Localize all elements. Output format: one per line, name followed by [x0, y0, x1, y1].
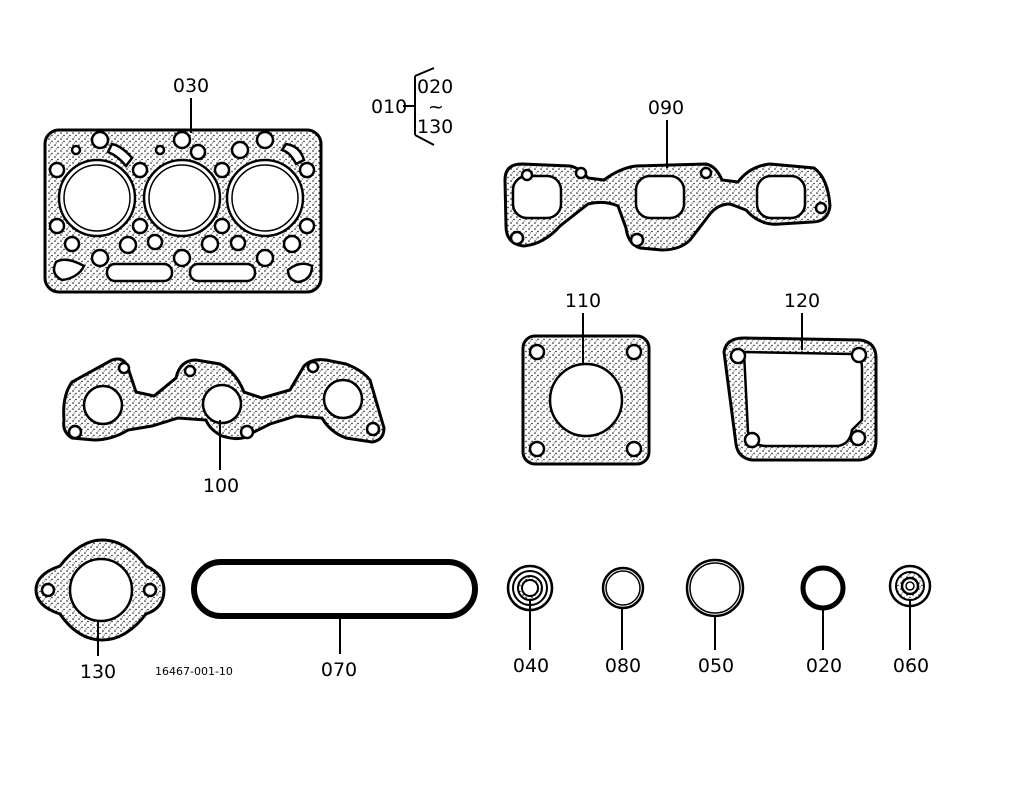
part-090-intake-manifold-gasket	[503, 162, 832, 252]
part-labels: 030 090 100 110 120 130 070 040 080 050 …	[80, 75, 929, 683]
part-070-cover-gasket-ring	[191, 559, 478, 619]
part-050-o-ring	[685, 558, 745, 618]
part-label-100: 100	[203, 475, 239, 497]
part-060-oil-seal	[888, 564, 932, 608]
part-label-120: 120	[784, 290, 820, 312]
part-120-cover-gasket	[722, 336, 878, 462]
part-080-o-ring	[601, 566, 645, 610]
part-130-oval-flange-gasket	[34, 538, 166, 642]
part-label-090: 090	[648, 97, 684, 119]
oil-slots	[105, 262, 257, 283]
part-100-exhaust-manifold-gasket	[62, 357, 386, 444]
kit-range-from: 020	[417, 76, 453, 98]
part-label-080: 080	[605, 655, 641, 677]
part-label-040: 040	[513, 655, 549, 677]
kit-range-mark: ~	[428, 96, 444, 118]
kit-range-to: 130	[417, 116, 453, 138]
kit-label: 010	[371, 96, 407, 118]
cylinder-bores	[57, 158, 305, 238]
drawing-number: 16467-001-10	[155, 665, 233, 678]
part-label-070: 070	[321, 659, 357, 681]
part-label-060: 060	[893, 655, 929, 677]
part-030-cylinder-head-gasket	[43, 128, 323, 294]
part-label-020: 020	[806, 655, 842, 677]
kit-reference: 010 020 ~ 130	[371, 67, 453, 146]
part-020-o-ring	[800, 565, 846, 611]
head-bolt-holes	[48, 130, 316, 268]
part-label-110: 110	[565, 290, 601, 312]
part-label-030: 030	[173, 75, 209, 97]
part-110-square-flange-gasket	[521, 334, 651, 466]
part-label-050: 050	[698, 655, 734, 677]
leader-lines	[97, 98, 911, 656]
part-label-130: 130	[80, 661, 116, 683]
water-passages	[52, 140, 314, 284]
